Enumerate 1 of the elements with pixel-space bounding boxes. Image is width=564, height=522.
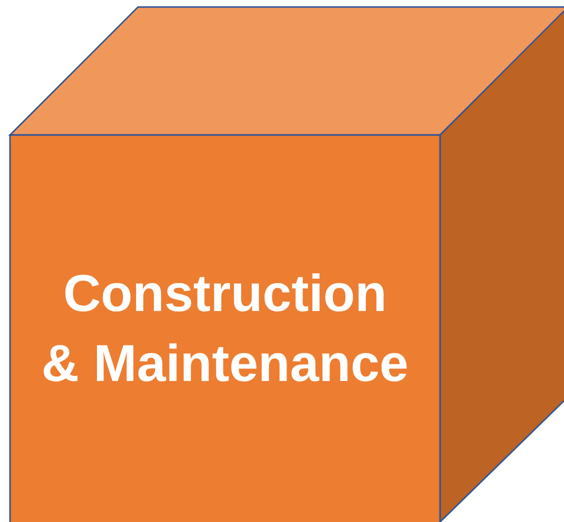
cube-label: Construction & Maintenance bbox=[40, 264, 410, 394]
